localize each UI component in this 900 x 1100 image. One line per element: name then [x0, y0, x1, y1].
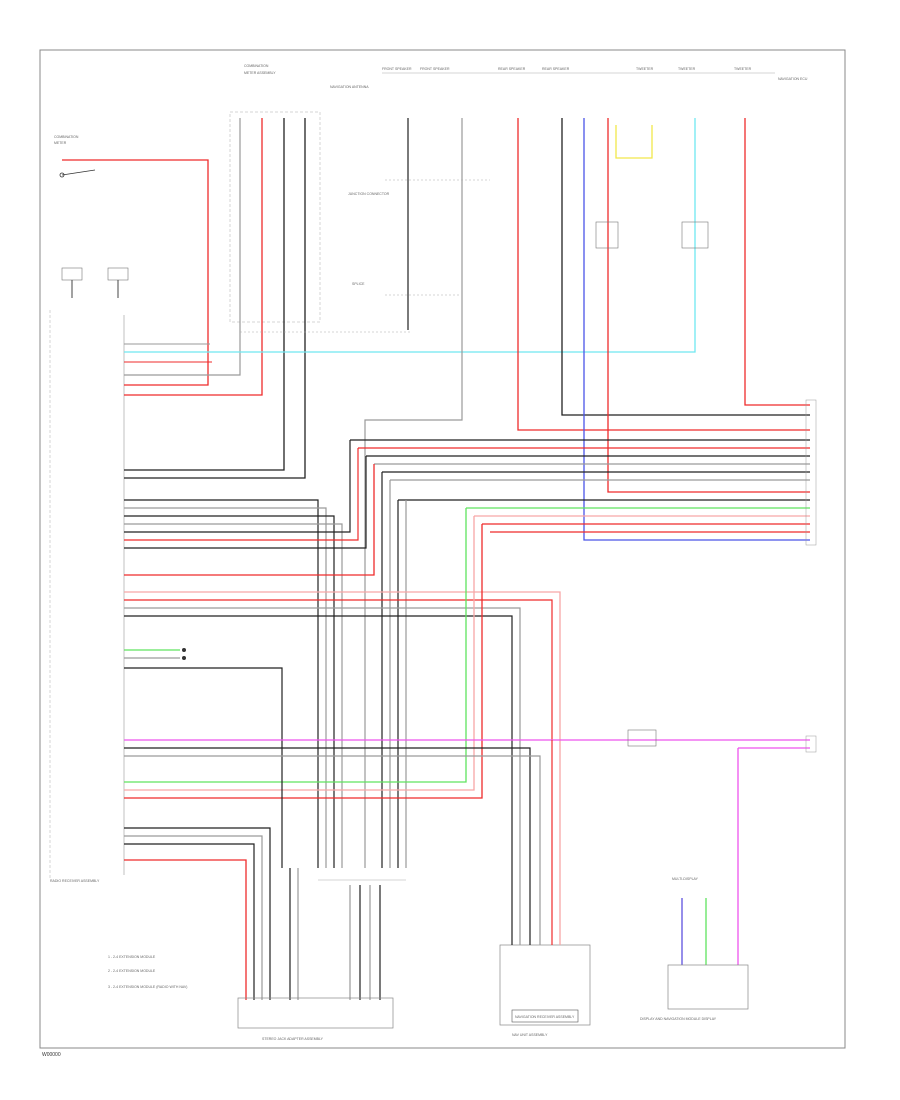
switch-component: COMBINATION METER [54, 135, 96, 178]
legend-item-2: 2 - 2-4 EXTENSION MODULE [108, 969, 156, 973]
junction-label: JUNCTION CONNECTOR [348, 192, 390, 196]
top-tweeter-2-label: TWEETER [678, 67, 696, 71]
legend-item-1: 1 - 2-4 EXTENSION MODULE [108, 955, 156, 959]
top-right-group-label: NAVIGATION ECU [778, 77, 808, 81]
top-speaker-3-label: REAR SPEAKER [498, 67, 526, 71]
bottom-left-component: STEREO JACK ADAPTER ASSEMBLY [237, 868, 406, 1041]
top-tweeter-3-label: TWEETER [734, 67, 752, 71]
svg-text:METER: METER [54, 141, 67, 145]
right-bus [350, 439, 810, 533]
splice-label: SPLICE [352, 282, 365, 286]
bottom-right-label: DISPLAY AND NAVIGATION MODULE DISPLAY [640, 1017, 717, 1021]
diagram-id: W00000 [42, 1052, 61, 1058]
left-module-label: RADIO RECEIVER ASSEMBLY [50, 879, 100, 883]
lower-bus-verticals [124, 508, 483, 799]
top-component-labels: COMBINATION METER ASSEMBLY NAVIGATION AN… [244, 64, 808, 89]
svg-text:METER ASSEMBLY: METER ASSEMBLY [244, 71, 276, 75]
top-speaker-1-label: FRONT SPEAKER [382, 67, 412, 71]
wire-cyan [124, 118, 696, 353]
bottom-left-label: STEREO JACK ADAPTER ASSEMBLY [262, 1037, 324, 1041]
bottom-center-component: NAVIGATION RECEIVER ASSEMBLY NAV UNIT AS… [499, 740, 591, 1037]
bottom-center-label: NAV UNIT ASSEMBLY [512, 1033, 548, 1037]
top-tweeter-1-label: TWEETER [636, 67, 654, 71]
top-antenna-label: NAVIGATION ANTENNA [330, 85, 369, 89]
ground-symbol-2 [107, 267, 129, 298]
top-speaker-2-label: FRONT SPEAKER [420, 67, 450, 71]
bottom-right-component: MULTI-DISPLAY DISPLAY AND NAVIGATION MOD… [640, 877, 749, 1021]
lower-left-wires [124, 648, 810, 1000]
top-speaker-4-label: REAR SPEAKER [542, 67, 570, 71]
junction-dashes: JUNCTION CONNECTOR SPLICE [240, 179, 490, 333]
svg-text:COMBINATION: COMBINATION [54, 135, 79, 139]
bottom-center-top-label: NAVIGATION RECEIVER ASSEMBLY [515, 1015, 575, 1019]
speaker-wires [364, 118, 810, 868]
wire-red-switch [62, 159, 209, 386]
combination-meter-wires [124, 111, 321, 479]
svg-text:COMBINATION: COMBINATION [244, 64, 269, 68]
diagram-frame [39, 49, 846, 1049]
ground-symbol-1 [61, 267, 83, 298]
right-connector [805, 399, 817, 753]
left-module: RADIO RECEIVER ASSEMBLY COMBINATION METE… [49, 135, 129, 883]
legend: 1 - 2-4 EXTENSION MODULE 2 - 2-4 EXTENSI… [108, 955, 187, 989]
legend-item-3: 3 - 2-4 EXTENSION MODULE (RADIO WITH NAV… [108, 985, 187, 989]
bottom-right-top-label: MULTI-DISPLAY [672, 877, 699, 881]
left-to-bus-wires [124, 440, 561, 868]
